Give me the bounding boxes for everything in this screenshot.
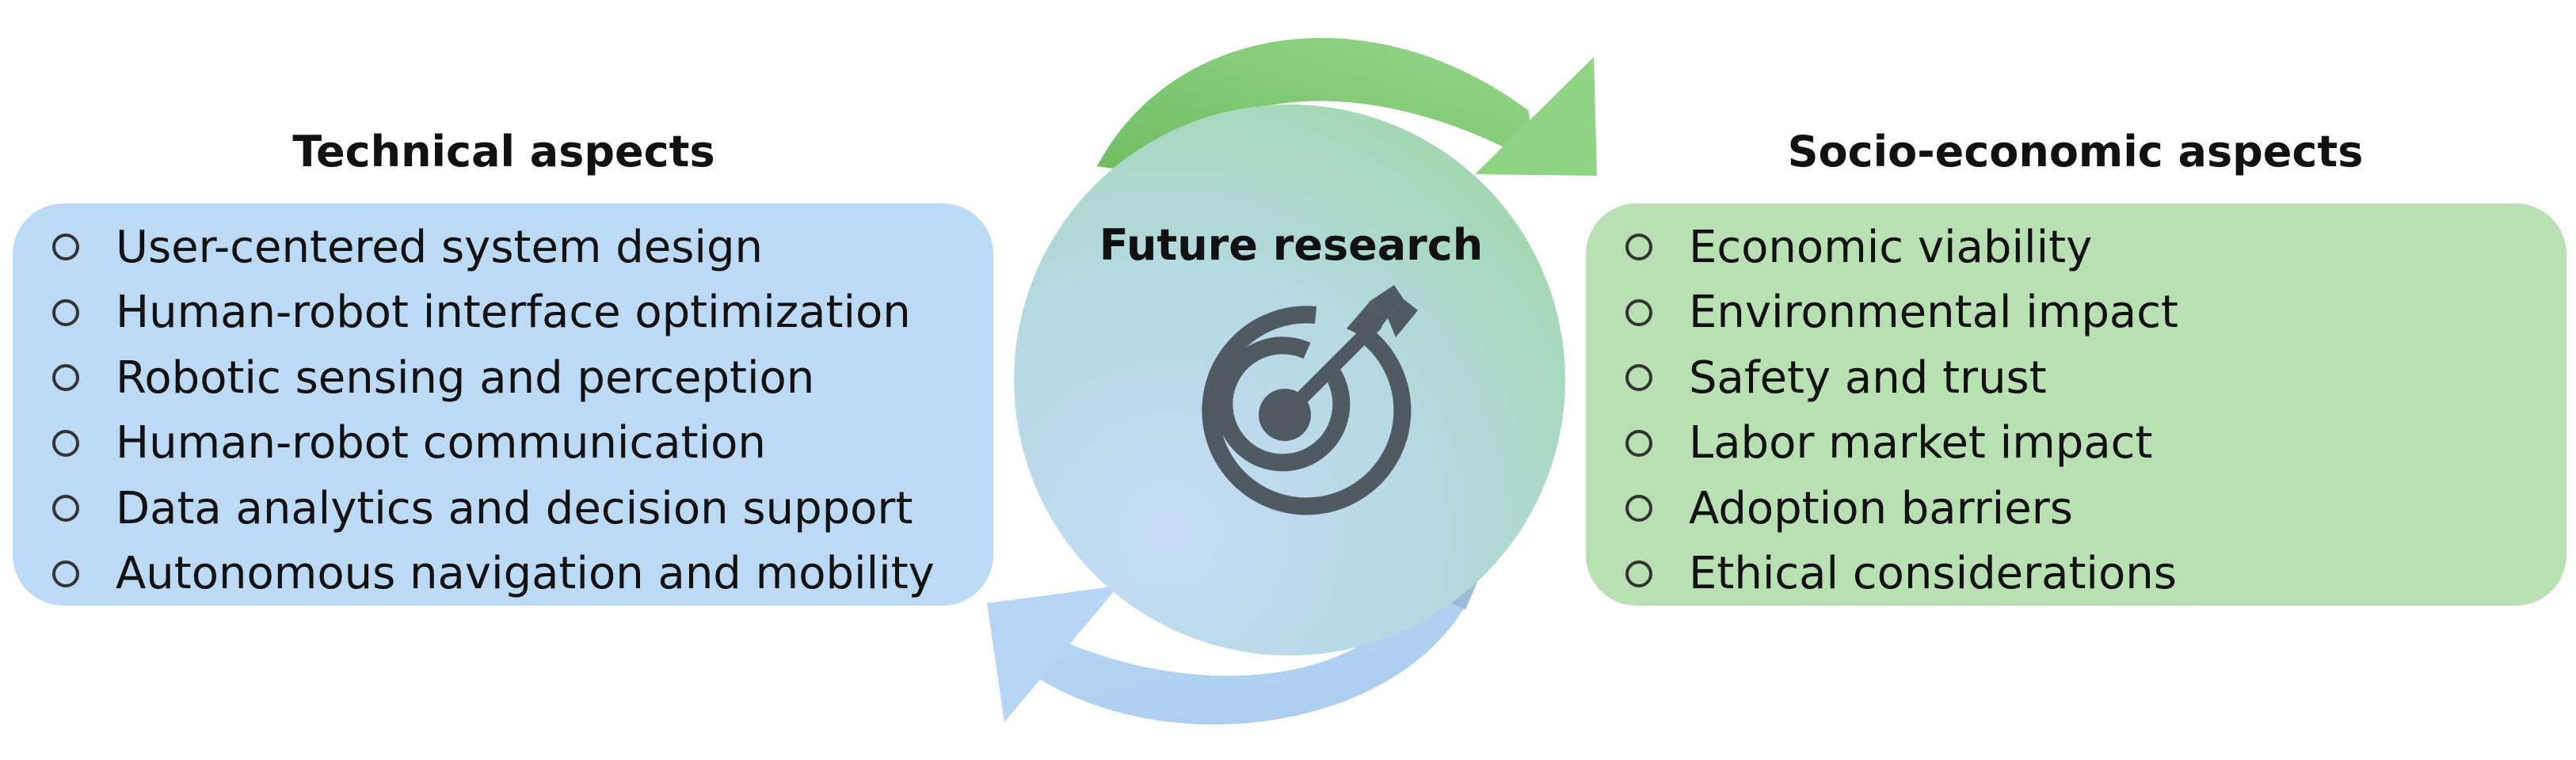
technical-aspects-heading: Technical aspects [292, 127, 715, 177]
list-item: Labor market impact [1625, 411, 2535, 477]
list-item-label: Adoption barriers [1689, 482, 2073, 534]
list-item-label: Ethical considerations [1689, 548, 2177, 600]
list-item-label: Human-robot communication [116, 417, 766, 469]
bullet-icon [1625, 298, 1652, 326]
bullet-icon [52, 298, 79, 326]
list-item: Human-robot interface optimization [52, 280, 962, 346]
bullet-icon [1625, 364, 1652, 392]
bullet-icon [1625, 495, 1652, 522]
list-item-label: Economic viability [1689, 221, 2093, 273]
bullet-icon [1625, 560, 1652, 587]
list-item: Safety and trust [1625, 345, 2535, 411]
future-research-circle [1014, 104, 1565, 656]
list-item: Environmental impact [1625, 280, 2535, 346]
list-item-label: User-centered system design [116, 221, 764, 273]
list-item-label: Autonomous navigation and mobility [116, 548, 935, 600]
green-cycle-arrow [1097, 37, 1597, 176]
list-item: User-centered system design [52, 215, 962, 280]
socio-economic-aspects-heading: Socio-economic aspects [1787, 127, 2364, 177]
list-item: Adoption barriers [1625, 476, 2535, 542]
bullet-icon [52, 495, 79, 522]
list-item: Data analytics and decision support [52, 476, 962, 542]
list-item: Robotic sensing and perception [52, 345, 962, 411]
list-item-label: Robotic sensing and perception [116, 352, 815, 404]
list-item-label: Data analytics and decision support [116, 482, 913, 534]
list-item-label: Human-robot interface optimization [116, 287, 911, 339]
bullet-icon [52, 234, 79, 261]
bullet-icon [52, 560, 79, 587]
bullet-icon [52, 429, 79, 457]
list-item: Human-robot communication [52, 411, 962, 477]
target-with-arrow-icon [1202, 285, 1418, 515]
list-item: Autonomous navigation and mobility [52, 542, 962, 607]
list-item-label: Labor market impact [1689, 417, 2153, 469]
technical-aspects-panel: User-centered system design Human-robot … [13, 203, 993, 606]
list-item-label: Safety and trust [1689, 352, 2047, 404]
list-item: Economic viability [1625, 215, 2535, 280]
list-item-label: Environmental impact [1689, 287, 2178, 339]
list-item: Ethical considerations [1625, 542, 2535, 607]
bullet-icon [52, 364, 79, 392]
future-research-title: Future research [1099, 220, 1484, 270]
bullet-icon [1625, 234, 1652, 261]
bullet-icon [1625, 429, 1652, 457]
socio-economic-aspects-panel: Economic viability Environmental impact … [1586, 203, 2566, 606]
